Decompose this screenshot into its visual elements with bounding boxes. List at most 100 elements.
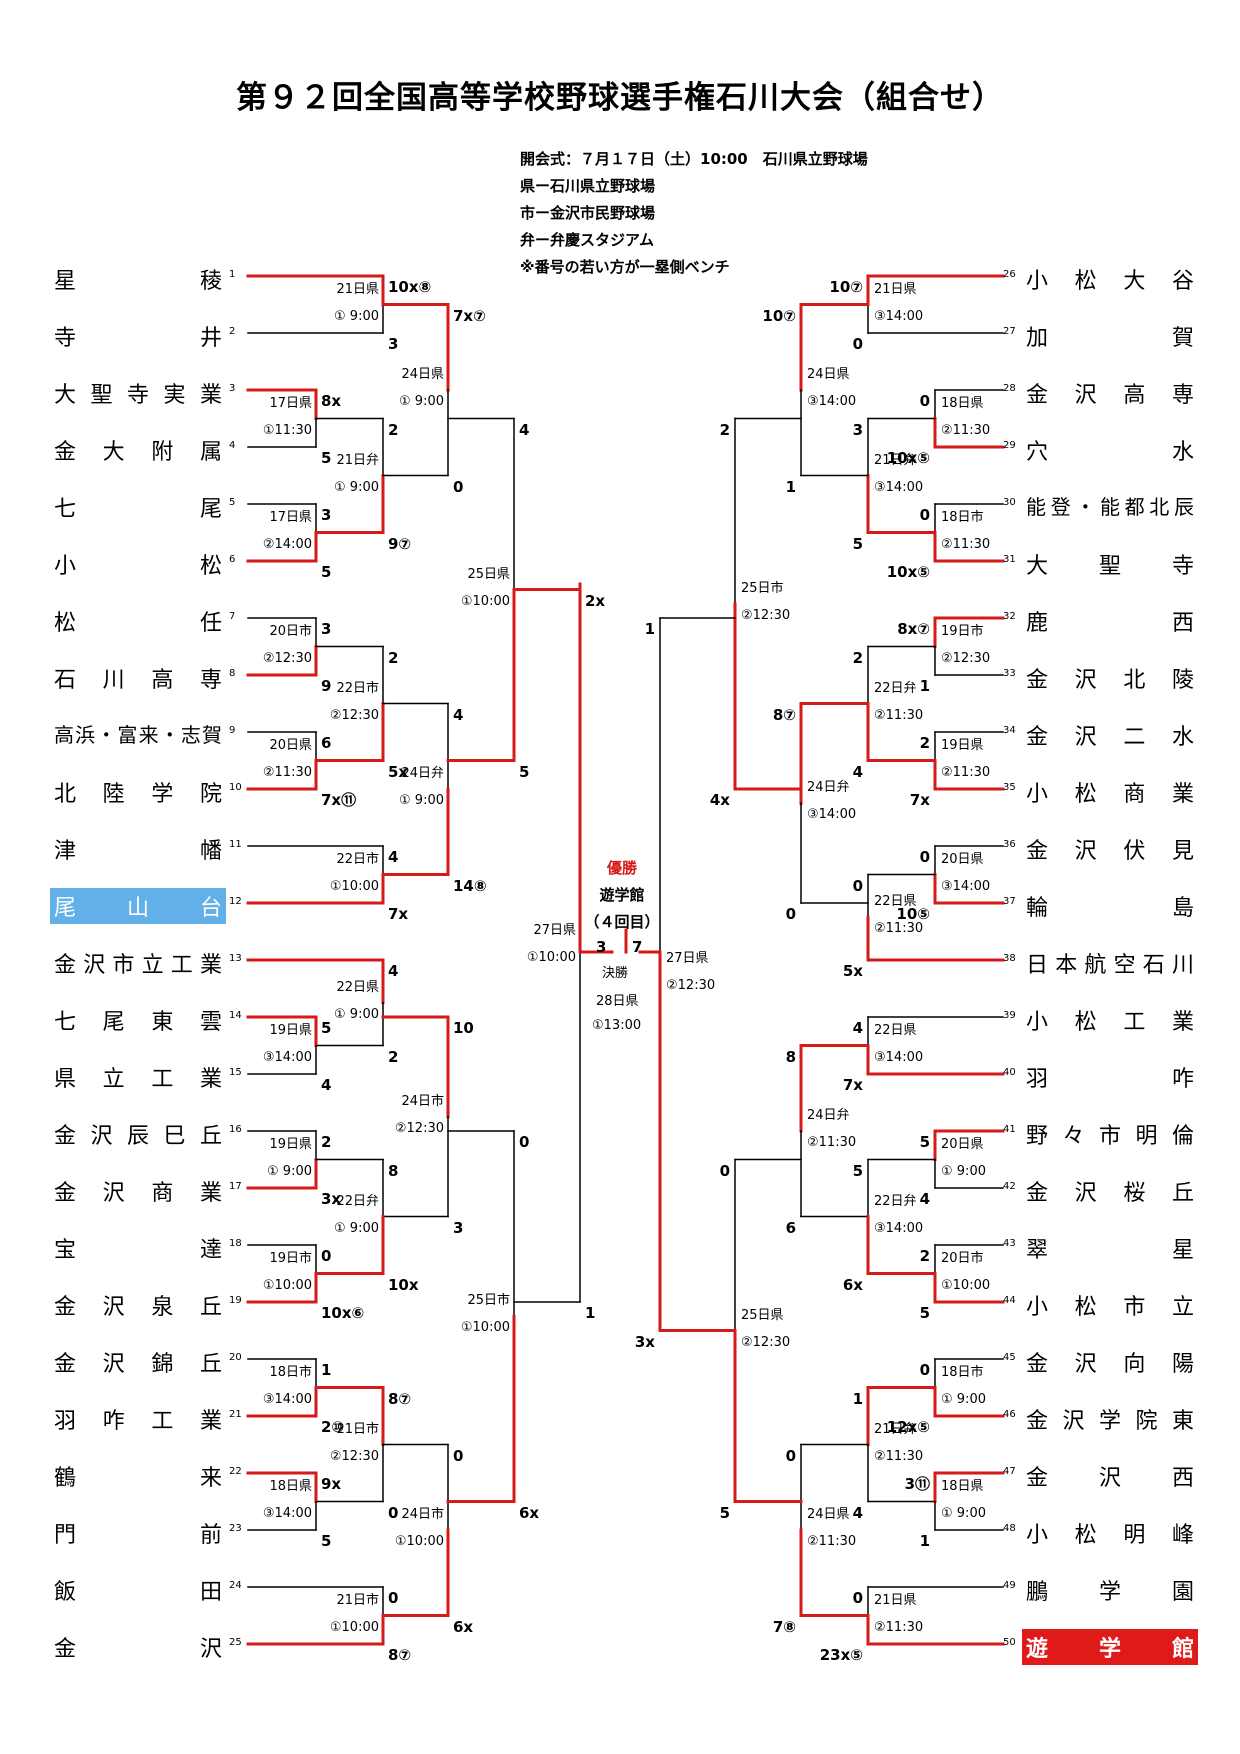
match-day: 22日市 [336,680,379,696]
team-seed: 3 [229,383,236,394]
score-top: 3 [852,420,863,439]
match-time: ②12:30 [329,1448,379,1464]
score-top: 2 [852,648,863,667]
team-name: 小松商業 [1022,774,1198,810]
final-day: 28日県 [596,994,639,1009]
team-name: 穴水 [1022,432,1198,468]
score-top: 2 [719,420,730,439]
score-bottom: 7x [842,1076,863,1094]
match-time: ① 9:00 [334,1220,379,1236]
score-top: 8x [321,392,342,410]
team-name-char: 金 [54,1295,77,1320]
team-seed: 1 [229,269,236,280]
team-seed: 22 [229,1466,242,1477]
team-name-char: 業 [1171,782,1194,807]
team-name-char: 松 [1074,269,1097,294]
match-day: 22日弁 [336,1193,379,1209]
score-top: 1 [321,1361,332,1379]
score-top: 8 [388,1161,399,1180]
team-name-char: 翠 [1026,1238,1049,1263]
match-time: ①11:30 [262,422,312,438]
match-day: 27日県 [666,951,709,967]
team-name-char: 属 [199,440,222,465]
score-top: 8x⑦ [897,620,930,638]
team-name-char: 錦 [151,1352,174,1377]
match-day: 20日県 [941,1136,984,1152]
match-time: ②12:30 [666,978,716,994]
team-name-char: 金 [54,1124,77,1149]
match-time: ①10:00 [941,1277,991,1293]
team-name: 金沢西 [1022,1458,1198,1494]
score-top: 8 [785,1047,796,1066]
team-name: 小松市立 [1022,1287,1198,1323]
team-name-char: 大 [102,440,125,465]
team-name-char: 金 [54,1352,77,1377]
match-time: ②12:30 [941,650,991,666]
score-final: 3 [596,938,607,956]
score-top: 3 [321,506,332,524]
team-name-char: 沢 [1074,725,1097,750]
match-time: ① 9:00 [334,1006,379,1022]
score-bottom: 9⑦ [388,534,412,553]
match-time: ③14:00 [262,1505,312,1521]
match-day: 18日市 [941,509,984,525]
score-top: 10 [453,1019,474,1037]
match-time: ① 9:00 [267,1163,312,1179]
team-seed: 50 [1003,1637,1016,1648]
team-name: 小松 [50,546,226,582]
team-name: 羽咋工業 [50,1401,226,1437]
team-name-char: 高 [151,668,174,693]
match-day: 17日県 [269,509,312,525]
team-name: 金沢辰巳丘 [50,1116,226,1152]
team-name-char: 松 [1074,1295,1097,1320]
team-name-char: 市 [1098,1124,1121,1149]
match-time: ① 9:00 [399,394,444,409]
team-name-char: 七 [54,1010,77,1035]
team-name-char: 聖 [1098,554,1121,579]
score-top: 2 [919,1247,930,1265]
match-day: 24日県 [401,367,444,382]
match-day: 24日弁 [807,780,850,796]
match-day: 22日弁 [874,1193,917,1209]
team-name-char: 松 [199,554,222,579]
match-day: 24日弁 [807,1108,850,1123]
match-time: ②12:30 [741,1334,791,1350]
team-seed: 9 [229,725,236,736]
team-name: 七尾東雲 [50,1002,226,1038]
score-bottom: 10x⑥ [321,1304,365,1322]
score-bottom: 5 [321,563,332,581]
match-time: ②11:30 [874,921,924,937]
team-name-char: 見 [1171,839,1194,864]
team-name: 大聖寺 [1022,546,1198,582]
team-name: 飯田 [50,1572,226,1608]
team-name-char: 都 [1124,495,1145,519]
match-day: 18日市 [941,1364,984,1380]
match-day: 21日市 [336,1421,379,1437]
team-name: 野々市明倫 [1022,1116,1198,1152]
match-time: ②11:30 [874,1619,924,1635]
team-name-char: 登 [1050,495,1071,519]
team-name-char: 金 [1026,1352,1049,1377]
team-name: 金大附属 [50,432,226,468]
score-top: 0 [519,1133,530,1151]
team-name-char: ・ [96,723,117,747]
team-seed: 40 [1003,1067,1016,1078]
match-time: ①10:00 [460,1320,510,1336]
team-name-char: 高 [54,723,74,747]
match-time: ②11:30 [941,536,991,552]
team-name-char: 沢 [1074,668,1097,693]
team-name-char: 二 [1123,725,1146,750]
team-name-char: 石 [1142,953,1165,978]
team-seed: 32 [1003,611,1016,622]
score-top: 0 [919,506,930,524]
team-name-char: 幡 [199,839,222,864]
team-name-char: 金 [1026,1466,1049,1491]
team-name: 日本航空石川 [1022,945,1198,981]
team-name-char: 峰 [1171,1523,1194,1548]
match-day: 18日県 [941,1478,984,1494]
team-name-char: 谷 [1171,269,1194,294]
team-name-char: 辰 [1173,495,1194,519]
team-name-char: 寺 [1171,554,1194,579]
team-name: 門前 [50,1515,226,1551]
team-name-char: 沢 [102,1181,125,1206]
